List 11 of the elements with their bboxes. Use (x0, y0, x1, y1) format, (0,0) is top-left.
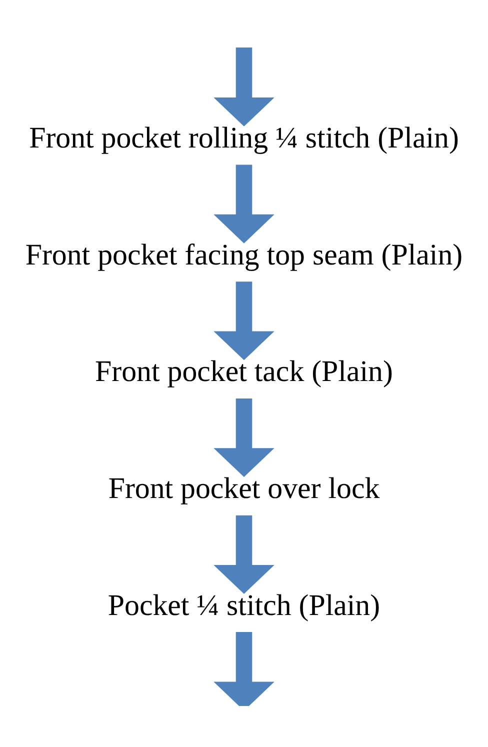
node-text: Pocket ¼ stitch (Plain) (108, 588, 380, 622)
arrow (214, 164, 274, 244)
arrow (214, 47, 274, 126)
arrow (214, 632, 274, 706)
node-text: Front pocket over lock (108, 472, 380, 505)
node-text: Front pocket rolling ¼ stitch (Plain) (29, 121, 459, 154)
node-text: Front pocket tack (Plain) (95, 355, 393, 388)
arrow (214, 398, 274, 478)
arrow (214, 515, 274, 594)
node-text: Front pocket facing top seam (Plain) (25, 238, 463, 272)
arrow (214, 282, 274, 360)
